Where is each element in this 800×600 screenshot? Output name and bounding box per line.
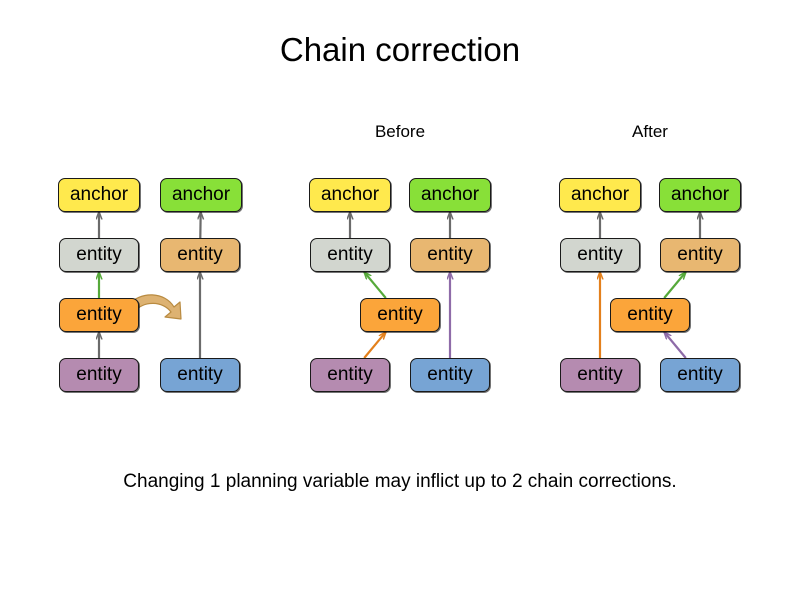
panel-after-entity-orange[interactable]: entity <box>610 298 690 332</box>
panel-initial-entity-purple[interactable]: entity <box>59 358 139 392</box>
panel-before-anchor-yellow[interactable]: anchor <box>309 178 391 212</box>
panel-initial-entity-orange[interactable]: entity <box>59 298 139 332</box>
panel-after-edge-orange-to-tan <box>663 272 686 299</box>
panel-before-entity-tan[interactable]: entity <box>410 238 490 272</box>
panel-initial-entity-tan[interactable]: entity <box>160 238 240 272</box>
panel-after-anchor-green[interactable]: anchor <box>659 178 741 212</box>
panel-before-entity-blue[interactable]: entity <box>410 358 490 392</box>
panel-after-entity-blue[interactable]: entity <box>660 358 740 392</box>
panel-after-entity-tan[interactable]: entity <box>660 238 740 272</box>
panel-initial-anchor-yellow[interactable]: anchor <box>58 178 140 212</box>
caption-text: Changing 1 planning variable may inflict… <box>123 471 677 492</box>
panel-initial-entity-blue[interactable]: entity <box>160 358 240 392</box>
panel-label-before: Before <box>374 122 426 141</box>
panel-after-anchor-yellow[interactable]: anchor <box>559 178 641 212</box>
panel-after-entity-purple[interactable]: entity <box>560 358 640 392</box>
panel-after-entity-grey[interactable]: entity <box>560 238 640 272</box>
panel-label-after: After <box>632 122 668 141</box>
page-title: Chain correction <box>279 31 521 68</box>
panel-before-edge-orange-to-grey <box>364 272 387 299</box>
panel-before-entity-orange[interactable]: entity <box>360 298 440 332</box>
panel-initial-entity-grey[interactable]: entity <box>59 238 139 272</box>
panel-before-anchor-green[interactable]: anchor <box>409 178 491 212</box>
panel-before-entity-purple[interactable]: entity <box>310 358 390 392</box>
panel-before-edge-purple-to-orange <box>363 332 386 359</box>
panel-initial-anchor-green[interactable]: anchor <box>160 178 242 212</box>
panel-after-edge-blue-to-orange <box>664 332 687 359</box>
panel-before-entity-grey[interactable]: entity <box>310 238 390 272</box>
